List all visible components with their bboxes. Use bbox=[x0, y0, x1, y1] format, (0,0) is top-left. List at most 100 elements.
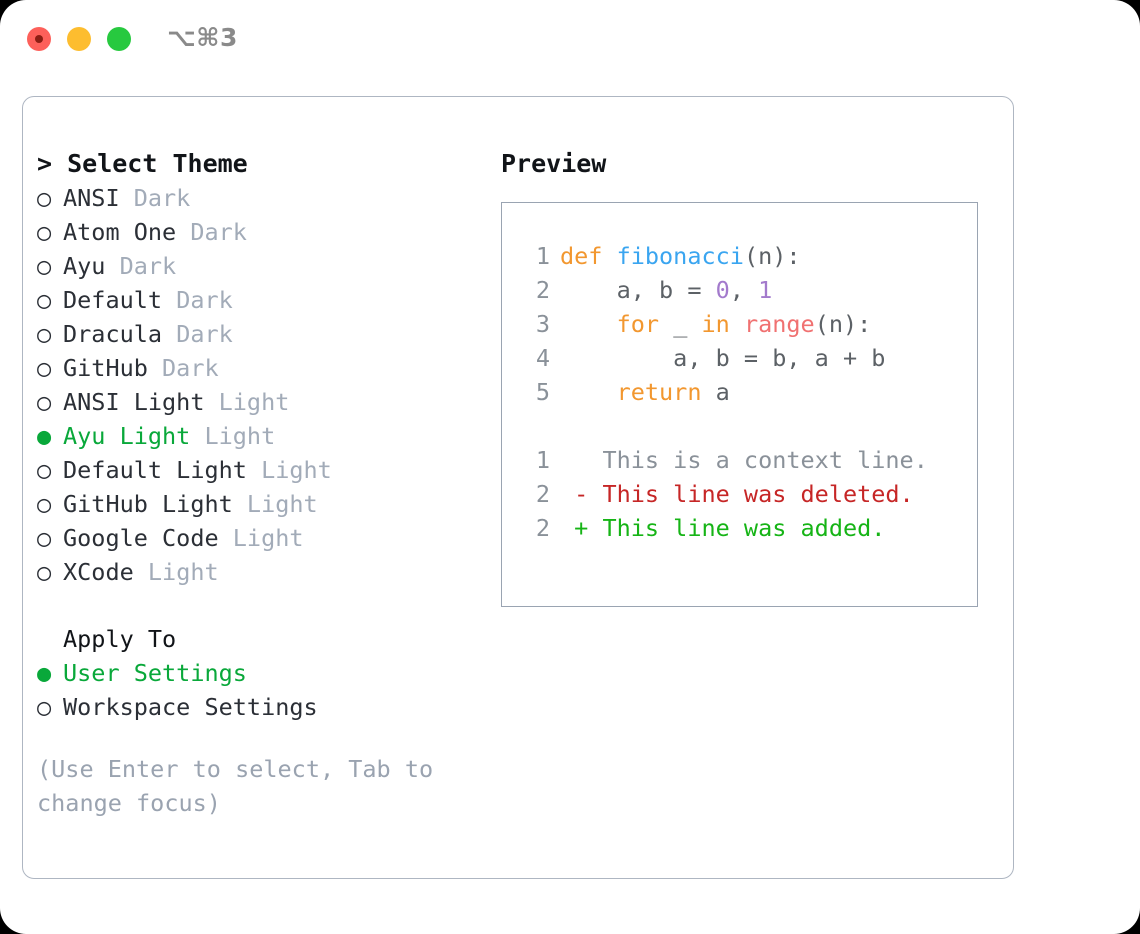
code-token-function: fibonacci bbox=[616, 242, 744, 270]
title-bar: ⌥⌘3 bbox=[0, 0, 1140, 78]
close-window-button[interactable] bbox=[27, 27, 51, 51]
section-spacer bbox=[37, 589, 497, 622]
minimize-window-button[interactable] bbox=[67, 27, 91, 51]
hint-spacer bbox=[37, 724, 497, 752]
code-line-number: 5 bbox=[535, 378, 550, 406]
code-line: 2 a, b = 0, 1 bbox=[502, 273, 977, 307]
code-token-plain bbox=[560, 378, 617, 406]
radio-unselected-icon: ○ bbox=[37, 388, 52, 416]
theme-item-name: Ayu Light bbox=[63, 422, 191, 450]
theme-item-name: GitHub bbox=[63, 354, 148, 382]
theme-item-ansi-light[interactable]: ○ ANSI Light Light bbox=[37, 385, 497, 419]
theme-item-ayu-light[interactable]: ● Ayu Light Light bbox=[37, 419, 497, 453]
diff-line-context: 1 This is a context line. bbox=[502, 443, 977, 477]
theme-item-ansi[interactable]: ○ ANSI Dark bbox=[37, 181, 497, 215]
code-line-number: 2 bbox=[535, 276, 550, 304]
theme-item-name: ANSI Light bbox=[63, 388, 205, 416]
theme-item-name: Dracula bbox=[63, 320, 163, 348]
keyboard-hint-text: (Use Enter to select, Tab to change focu… bbox=[37, 755, 434, 817]
radio-unselected-icon: ○ bbox=[37, 490, 52, 518]
keyboard-shortcut-label: ⌥⌘3 bbox=[167, 23, 238, 52]
theme-item-name: Atom One bbox=[63, 218, 177, 246]
theme-item-name: ANSI bbox=[63, 184, 120, 212]
theme-item-name: GitHub Light bbox=[63, 490, 233, 518]
diff-line-number: 1 bbox=[535, 446, 550, 474]
code-line: 3 for _ in range(n): bbox=[502, 307, 977, 341]
radio-unselected-icon: ○ bbox=[37, 184, 52, 212]
theme-item-xcode[interactable]: ○ XCode Light bbox=[37, 555, 497, 589]
theme-item-variant: Light bbox=[204, 388, 290, 416]
code-line: 5 return a bbox=[502, 375, 977, 409]
code-token-plain: a, b = b, a + b bbox=[560, 344, 886, 372]
code-line-number: 3 bbox=[535, 310, 550, 338]
code-token-plain: , bbox=[729, 276, 759, 304]
theme-item-name: XCode bbox=[63, 558, 134, 586]
code-token-plain: (n): bbox=[743, 242, 801, 270]
radio-selected-icon: ● bbox=[37, 422, 52, 450]
code-line-number: 4 bbox=[535, 344, 550, 372]
content-panel: > Select Theme ○ANSI Dark○Atom One Dark○… bbox=[22, 96, 1014, 879]
diff-line-deleted: 2 - This line was deleted. bbox=[502, 477, 977, 511]
code-token-builtin: range bbox=[743, 310, 815, 338]
theme-item-variant: Light bbox=[218, 524, 304, 552]
theme-item-google-code[interactable]: ○Google Code Light bbox=[37, 521, 497, 555]
code-token-plain: _ bbox=[659, 310, 702, 338]
maximize-window-button[interactable] bbox=[107, 27, 131, 51]
theme-item-dracula[interactable]: ○Dracula Dark bbox=[37, 317, 497, 351]
radio-unselected-icon: ○ bbox=[37, 320, 52, 348]
code-token-plain: a bbox=[701, 378, 730, 406]
apply-to-option-user-settings[interactable]: ●User Settings bbox=[37, 656, 497, 690]
code-token-keyword: for bbox=[616, 310, 660, 338]
apply-to-option-workspace-settings[interactable]: ○ Workspace Settings bbox=[37, 690, 497, 724]
radio-unselected-icon: ○ bbox=[37, 693, 52, 721]
theme-item-variant: Dark bbox=[176, 218, 247, 246]
theme-item-variant: Dark bbox=[162, 286, 233, 314]
theme-item-default-light[interactable]: ○ Default Light Light bbox=[37, 453, 497, 487]
theme-item-name: Default bbox=[63, 286, 163, 314]
theme-item-variant: Light bbox=[190, 422, 276, 450]
diff-line-text: + This line was added. bbox=[560, 514, 886, 542]
code-token-plain bbox=[730, 310, 744, 338]
diff-line-number: 2 bbox=[535, 480, 550, 508]
diff-line-text: This is a context line. bbox=[560, 446, 928, 474]
theme-item-ayu[interactable]: ○Ayu Dark bbox=[37, 249, 497, 283]
code-line: 4 a, b = b, a + b bbox=[502, 341, 977, 375]
radio-unselected-icon: ○ bbox=[37, 286, 52, 314]
code-token-keyword: return bbox=[616, 378, 702, 406]
theme-item-atom-one[interactable]: ○ Atom One Dark bbox=[37, 215, 497, 249]
apply-to-option-label: Workspace Settings bbox=[63, 693, 318, 721]
traffic-lights bbox=[27, 27, 131, 51]
theme-list: ○ANSI Dark○Atom One Dark○Ayu Dark○Defaul… bbox=[37, 181, 497, 589]
code-token-plain: (n): bbox=[814, 310, 872, 338]
select-theme-title: > Select Theme bbox=[37, 149, 248, 178]
radio-unselected-icon: ○ bbox=[37, 558, 52, 586]
code-token-number: 1 bbox=[758, 276, 773, 304]
theme-item-default[interactable]: ○ Default Dark bbox=[37, 283, 497, 317]
theme-item-variant: Dark bbox=[147, 354, 219, 382]
theme-item-variant: Dark bbox=[105, 252, 177, 280]
code-line-number: 1 bbox=[535, 242, 550, 270]
preview-gap bbox=[502, 409, 977, 443]
radio-selected-icon: ● bbox=[37, 659, 52, 687]
theme-item-variant: Light bbox=[232, 490, 318, 518]
theme-item-variant: Light bbox=[133, 558, 219, 586]
theme-item-variant: Light bbox=[246, 456, 332, 484]
theme-item-github-light[interactable]: ○ GitHub Light Light bbox=[37, 487, 497, 521]
code-token-keyword: def bbox=[560, 242, 617, 270]
theme-item-name: Default Light bbox=[63, 456, 247, 484]
theme-item-name: Google Code bbox=[63, 524, 219, 552]
radio-unselected-icon: ○ bbox=[37, 218, 52, 246]
theme-item-variant: Dark bbox=[119, 184, 191, 212]
diff-line-number: 2 bbox=[535, 514, 550, 542]
theme-item-name: Ayu bbox=[63, 252, 106, 280]
code-line: 1 def fibonacci(n): bbox=[502, 239, 977, 273]
radio-unselected-icon: ○ bbox=[37, 456, 52, 484]
diff-preview: 1 This is a context line.2 - This line w… bbox=[502, 443, 977, 545]
theme-selector-column: > Select Theme ○ANSI Dark○Atom One Dark○… bbox=[37, 147, 497, 820]
diff-line-added: 2 + This line was added. bbox=[502, 511, 977, 545]
code-token-keyword: in bbox=[701, 310, 730, 338]
theme-item-github[interactable]: ○GitHub Dark bbox=[37, 351, 497, 385]
